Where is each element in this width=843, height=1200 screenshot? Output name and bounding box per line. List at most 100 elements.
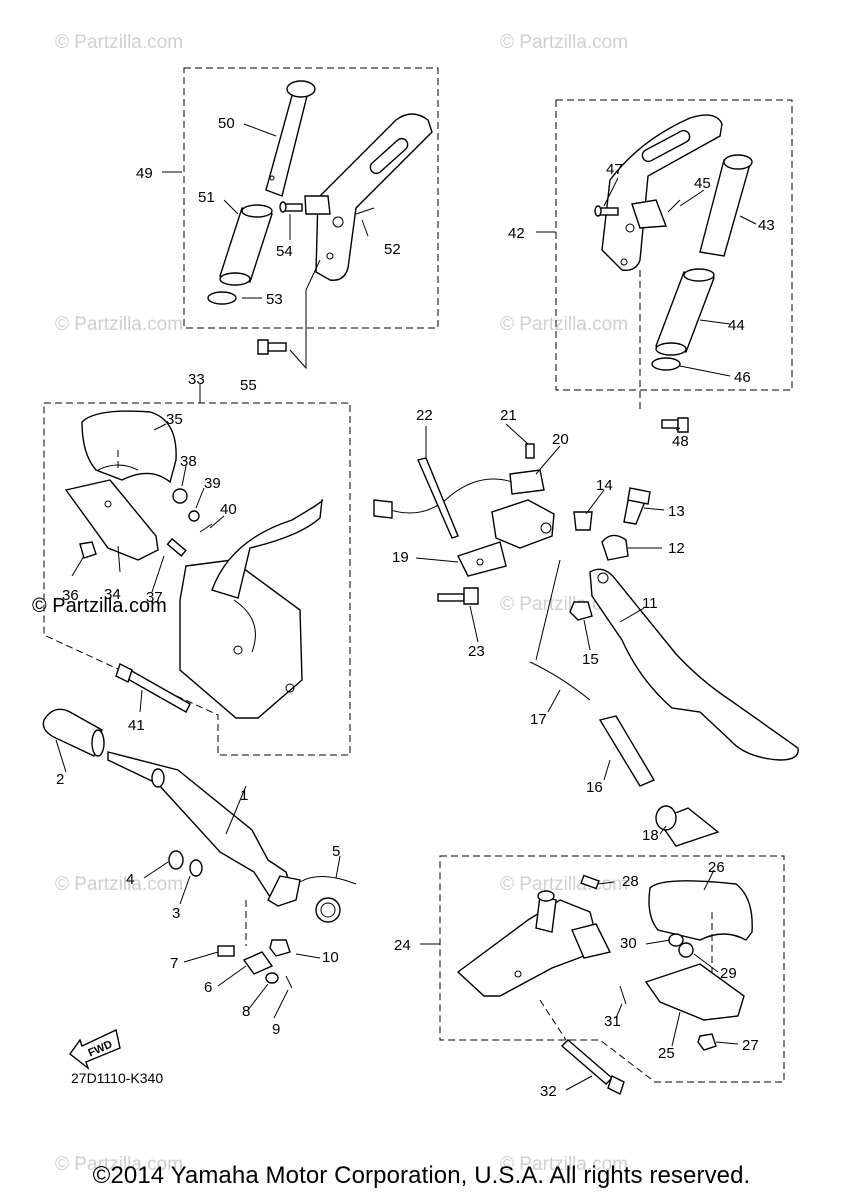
washer-3 bbox=[189, 859, 203, 877]
leader-rear bbox=[539, 999, 567, 1041]
footrest-peg-43 bbox=[699, 154, 753, 257]
grip-rubber-51 bbox=[219, 204, 273, 286]
callout-12: 12 bbox=[668, 540, 685, 557]
callout-49: 49 bbox=[136, 165, 153, 182]
leader-switch bbox=[535, 559, 561, 661]
clip-body-right bbox=[631, 199, 667, 229]
callout-8: 8 bbox=[242, 1003, 250, 1020]
callout-13: 13 bbox=[668, 503, 685, 520]
clip-body bbox=[304, 195, 331, 215]
cable-tie-22 bbox=[417, 457, 459, 539]
callout-44: 44 bbox=[728, 317, 745, 334]
callout-33: 33 bbox=[188, 371, 205, 388]
callout-48: 48 bbox=[672, 433, 689, 450]
bolt-13 bbox=[623, 487, 651, 525]
nut-36 bbox=[79, 541, 97, 559]
clip-17 bbox=[529, 661, 591, 701]
leader-55 bbox=[289, 259, 321, 370]
callout-28: 28 bbox=[622, 873, 639, 890]
ball-30 bbox=[668, 933, 684, 947]
callout-20: 20 bbox=[552, 431, 569, 448]
callout-6: 6 bbox=[204, 979, 212, 996]
callout-47: 47 bbox=[606, 161, 623, 178]
callout-3: 3 bbox=[172, 905, 180, 922]
footrest-34 bbox=[64, 479, 159, 561]
watermark-dark: © Partzilla.com bbox=[32, 595, 167, 617]
bolt-23 bbox=[437, 587, 479, 605]
footrest-assembly-right bbox=[594, 114, 753, 433]
callout-27: 27 bbox=[742, 1037, 759, 1054]
watermark: © Partzilla.com bbox=[55, 32, 183, 53]
bolt-7 bbox=[217, 945, 235, 957]
nut-10 bbox=[269, 939, 291, 957]
fwd-arrow: FWD bbox=[69, 1028, 121, 1070]
callout-31: 31 bbox=[604, 1013, 621, 1030]
watermark: © Partzilla.com bbox=[500, 32, 628, 53]
callout-1: 1 bbox=[240, 787, 248, 804]
callout-55: 55 bbox=[240, 377, 257, 394]
diagram-code: 27D1110-K340 bbox=[71, 1070, 164, 1086]
rubber-26 bbox=[648, 880, 753, 972]
callout-32: 32 bbox=[540, 1083, 557, 1100]
callout-11: 11 bbox=[642, 595, 658, 612]
block-rear bbox=[571, 923, 612, 959]
washer-53 bbox=[207, 291, 237, 305]
ball-39 bbox=[188, 510, 200, 522]
bushing-12 bbox=[601, 534, 629, 561]
callout-10: 10 bbox=[322, 949, 339, 966]
oring-4 bbox=[168, 850, 184, 870]
washer-46 bbox=[651, 357, 681, 371]
watermark: © Partzilla.com bbox=[55, 314, 183, 335]
callout-4: 4 bbox=[126, 871, 134, 888]
callout-34: 34 bbox=[104, 586, 121, 603]
callout-53: 53 bbox=[266, 291, 283, 308]
nut-27 bbox=[697, 1033, 717, 1051]
pin-37 bbox=[166, 537, 187, 557]
callout-5: 5 bbox=[332, 843, 340, 860]
washer-8 bbox=[265, 972, 279, 984]
group-box-42 bbox=[555, 99, 793, 391]
spring-14 bbox=[573, 511, 593, 531]
callout-43: 43 bbox=[758, 217, 775, 234]
bolt-48 bbox=[661, 417, 689, 433]
screw-21 bbox=[525, 443, 535, 459]
bolt-41 bbox=[115, 663, 191, 713]
callout-9: 9 bbox=[272, 1021, 280, 1038]
watermark: © Partzilla.com bbox=[55, 874, 183, 895]
callout-30: 30 bbox=[620, 935, 637, 952]
callout-18: 18 bbox=[642, 827, 659, 844]
sidestand-assembly bbox=[373, 443, 799, 847]
footrest-bracket-right bbox=[601, 114, 723, 271]
rear-footrest-assembly bbox=[456, 874, 753, 1095]
callout-39: 39 bbox=[204, 475, 221, 492]
callout-17: 17 bbox=[530, 711, 547, 728]
callout-14: 14 bbox=[596, 477, 613, 494]
group-boxes bbox=[43, 67, 793, 1083]
callout-54: 54 bbox=[276, 243, 293, 260]
spring-38 bbox=[172, 488, 188, 504]
callout-24: 24 bbox=[394, 937, 411, 954]
callout-45: 45 bbox=[694, 175, 711, 192]
watermark: © Partzilla.com bbox=[55, 1154, 183, 1175]
callout-26: 26 bbox=[708, 859, 725, 876]
callout-16: 16 bbox=[586, 779, 603, 796]
pin-47 bbox=[594, 205, 619, 217]
footrest-bracket-left bbox=[315, 113, 433, 281]
pin-28 bbox=[580, 874, 600, 890]
footrest-peg-50 bbox=[265, 80, 316, 197]
callout-22: 22 bbox=[416, 407, 433, 424]
bolt-55 bbox=[257, 339, 287, 355]
watermark: © Partzilla.com bbox=[500, 314, 628, 335]
group-box-49 bbox=[183, 67, 439, 329]
cotter-45 bbox=[667, 199, 681, 213]
rubber-2 bbox=[42, 708, 105, 757]
nut-15 bbox=[569, 601, 593, 621]
footrest-rubber-35 bbox=[81, 410, 177, 484]
callout-46: 46 bbox=[734, 369, 751, 386]
cotter-40 bbox=[199, 523, 213, 533]
callout-15: 15 bbox=[582, 651, 599, 668]
spring-16 bbox=[598, 715, 656, 787]
callout-40: 40 bbox=[220, 501, 237, 518]
cotter-52 bbox=[355, 207, 375, 215]
callout-29: 29 bbox=[720, 965, 737, 982]
